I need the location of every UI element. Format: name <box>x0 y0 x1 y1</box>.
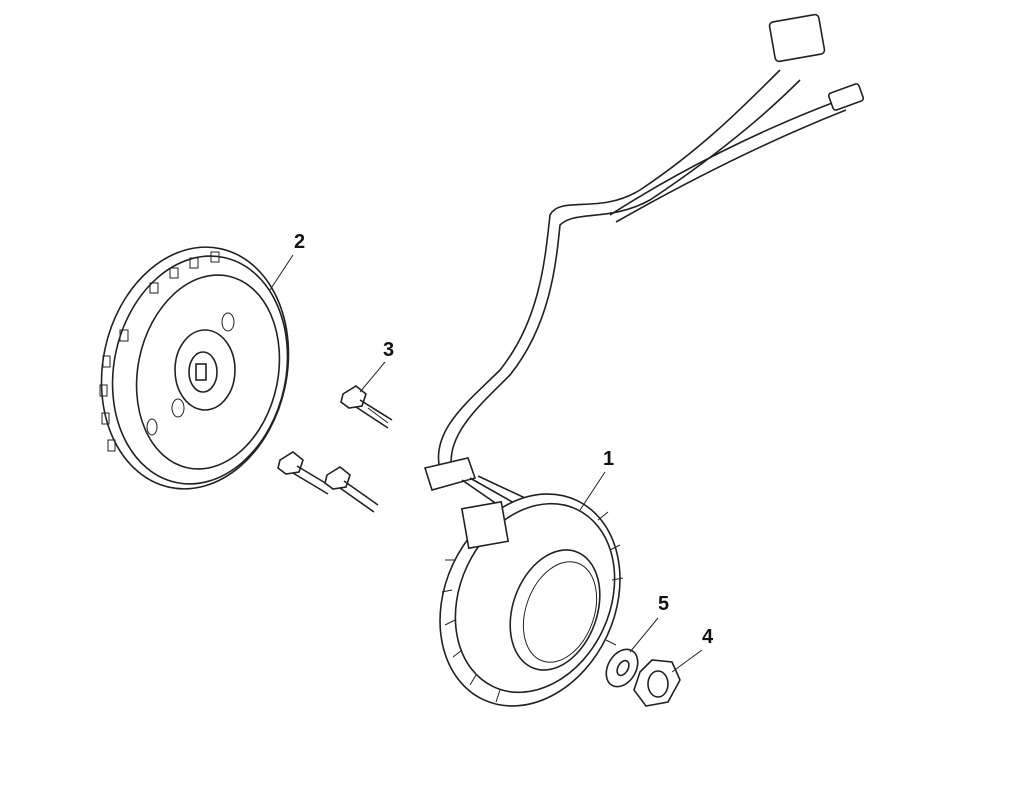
callout-5: 5 <box>658 593 670 615</box>
bolt <box>340 385 393 429</box>
bolt <box>277 451 333 495</box>
leader-line-2 <box>269 254 294 291</box>
callout-2: 2 <box>294 231 306 253</box>
washer <box>605 648 639 688</box>
leader-line-3 <box>359 361 386 393</box>
flywheel <box>99 246 290 490</box>
callout-1: 1 <box>603 448 615 470</box>
leader-line-5 <box>629 617 659 653</box>
callout-3: 3 <box>383 339 395 361</box>
stator <box>439 493 624 707</box>
wire-harness <box>423 13 865 521</box>
bolt <box>324 466 379 513</box>
leader-line-4 <box>671 649 703 673</box>
nut <box>633 659 681 707</box>
callout-4: 4 <box>702 626 714 648</box>
leader-line-1 <box>579 471 606 511</box>
